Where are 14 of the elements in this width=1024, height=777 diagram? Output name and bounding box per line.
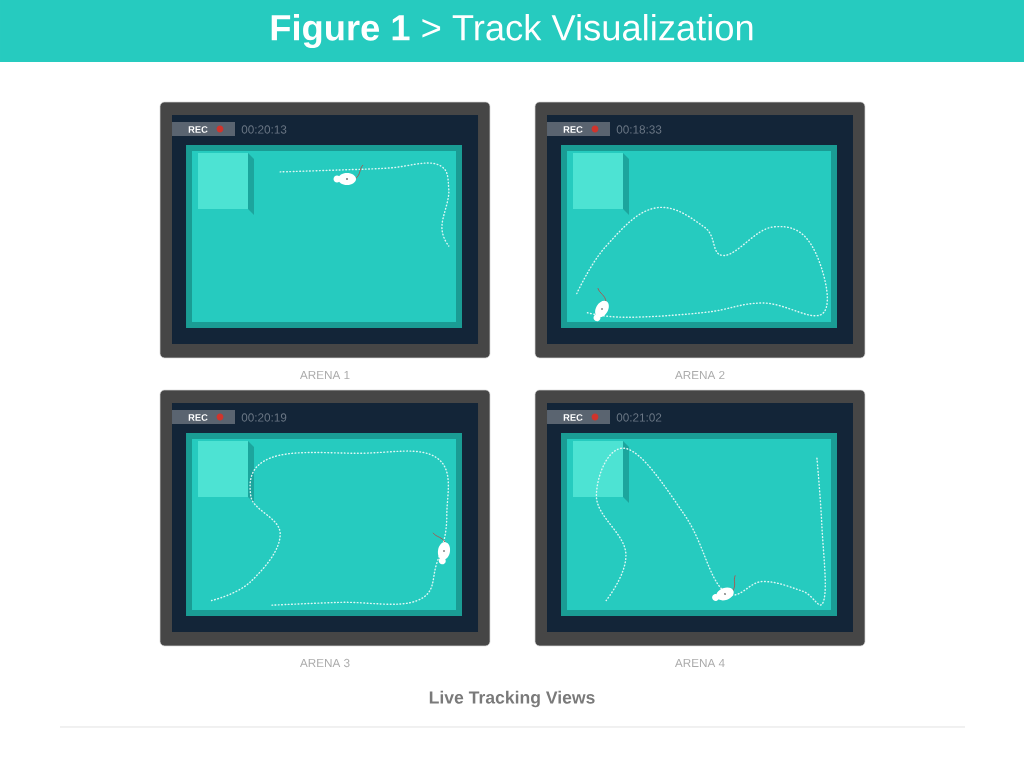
timestamp: 00:20:13	[241, 125, 287, 134]
rec-badge: REC	[547, 122, 610, 136]
rec-badge: REC	[547, 410, 610, 424]
title-banner: Figure 1 > Track Visualization	[0, 0, 1024, 62]
arena-label: ARENA 2	[674, 370, 725, 380]
rec-badge: REC	[172, 122, 235, 136]
rec-badge: REC	[172, 410, 235, 424]
timestamp: 00:20:19	[241, 413, 287, 422]
arena-label: ARENA 4	[674, 658, 725, 667]
caption: Live Tracking Views	[429, 690, 595, 708]
arena-label: ARENA 3	[299, 658, 350, 668]
timestamp: 00:21:02	[616, 413, 662, 422]
arena-label: ARENA 1	[299, 370, 350, 380]
timestamp: 00:18:33	[616, 125, 662, 134]
